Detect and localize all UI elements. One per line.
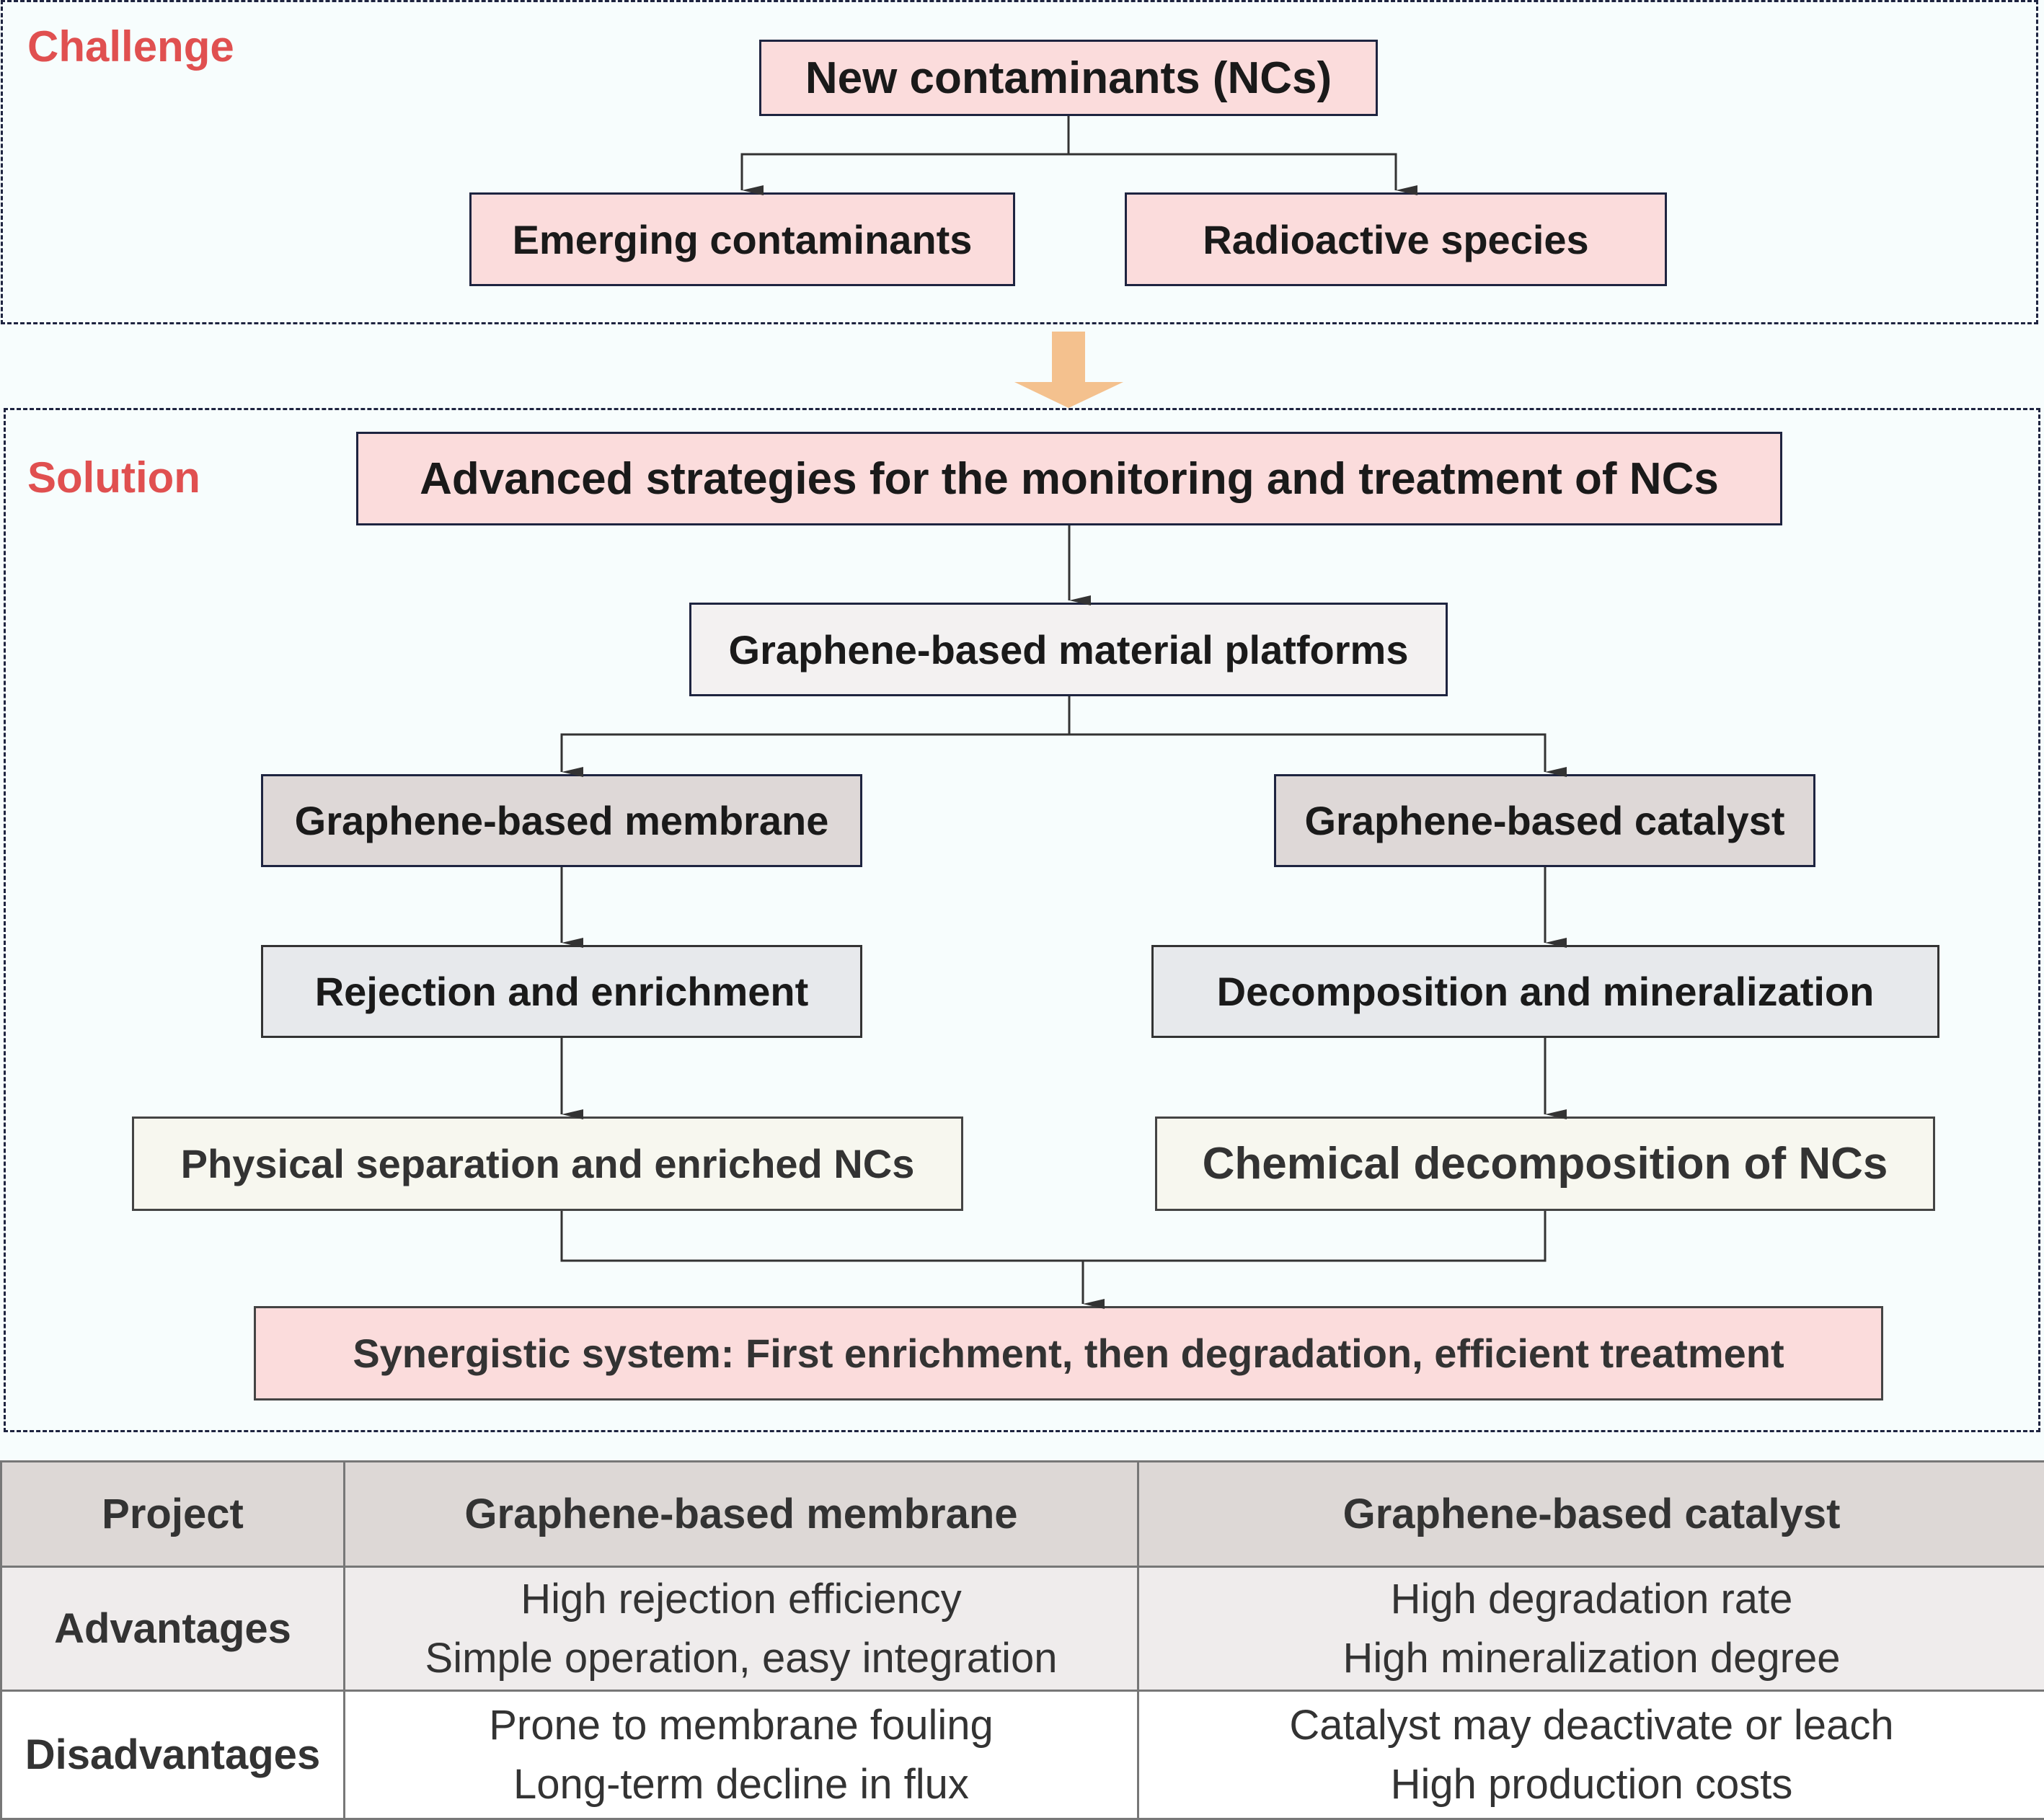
solution-label: Solution [27,453,200,502]
chemical-decomposition-box: Chemical decomposition of NCs [1155,1117,1935,1211]
synergistic-system-box: Synergistic system: First enrichment, th… [254,1306,1883,1400]
solution-section [4,408,2040,1432]
table-row-advantages: Advantages High rejection efficiency Sim… [0,1566,2044,1692]
emerging-contaminants-box: Emerging contaminants [469,192,1015,286]
row-label-advantages: Advantages [0,1566,345,1692]
graphene-membrane-box: Graphene-based membrane [261,774,862,867]
cell-line: High production costs [1390,1760,1793,1808]
disadvantages-membrane-cell: Prone to membrane fouling Long-term decl… [343,1690,1139,1820]
cell-line: Simple operation, easy integration [425,1634,1058,1682]
new-contaminants-box: New contaminants (NCs) [759,40,1378,116]
row-label-disadvantages: Disadvantages [0,1690,345,1820]
header-project: Project [0,1460,345,1568]
header-catalyst: Graphene-based catalyst [1137,1460,2044,1568]
table-row-disadvantages: Disadvantages Prone to membrane fouling … [0,1690,2044,1820]
cell-line: High mineralization degree [1342,1634,1841,1682]
graphene-platforms-box: Graphene-based material platforms [689,603,1448,696]
disadvantages-catalyst-cell: Catalyst may deactivate or leach High pr… [1137,1690,2044,1820]
rejection-enrichment-box: Rejection and enrichment [261,945,862,1038]
cell-line: Prone to membrane fouling [489,1701,994,1749]
advanced-strategies-box: Advanced strategies for the monitoring a… [356,432,1782,525]
advantages-catalyst-cell: High degradation rate High mineralizatio… [1137,1566,2044,1692]
challenge-label: Challenge [27,22,234,71]
radioactive-species-box: Radioactive species [1125,192,1667,286]
comparison-table: Project Graphene-based membrane Graphene… [0,1460,2044,1820]
cell-line: High rejection efficiency [521,1575,962,1623]
header-membrane: Graphene-based membrane [343,1460,1139,1568]
cell-line: High degradation rate [1390,1575,1793,1623]
advantages-membrane-cell: High rejection efficiency Simple operati… [343,1566,1139,1692]
table-header-row: Project Graphene-based membrane Graphene… [0,1460,2044,1568]
cell-line: Catalyst may deactivate or leach [1289,1701,1894,1749]
physical-separation-box: Physical separation and enriched NCs [132,1117,963,1211]
challenge-section [1,0,2038,324]
decomposition-mineralization-box: Decomposition and mineralization [1151,945,1939,1038]
cell-line: Long-term decline in flux [513,1760,969,1808]
graphene-catalyst-box: Graphene-based catalyst [1274,774,1815,867]
